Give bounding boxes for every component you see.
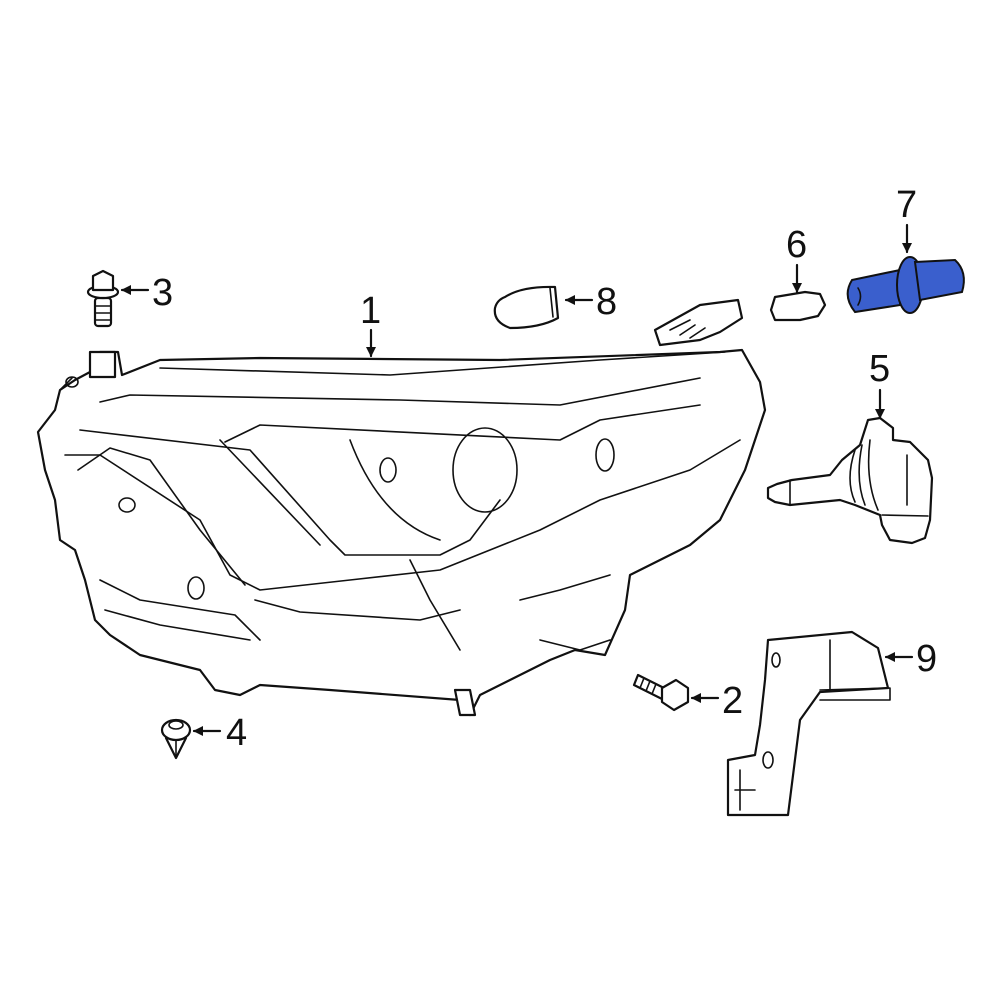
callout-3: 3: [152, 272, 174, 314]
callout-7: 7: [896, 184, 918, 226]
leader-arrows: [120, 223, 914, 736]
callout-6: 6: [786, 224, 808, 266]
callout-2: 2: [722, 680, 744, 722]
part-8-bulb[interactable]: [493, 285, 560, 330]
callout-1: 1: [360, 290, 382, 332]
part-2-bolt[interactable]: [632, 673, 690, 712]
part-4-clip[interactable]: [160, 718, 192, 760]
part-7-bulb-highlighted[interactable]: [846, 256, 965, 314]
callout-5: 5: [869, 348, 891, 390]
part-9-bracket[interactable]: [726, 630, 891, 817]
part-6-bulb[interactable]: [769, 290, 827, 322]
callout-9: 9: [916, 638, 938, 680]
part-5-socket[interactable]: [766, 416, 934, 545]
callout-4: 4: [226, 712, 248, 754]
part-1-headlamp[interactable]: [36, 298, 767, 717]
part-3-bolt[interactable]: [86, 269, 120, 328]
callout-8: 8: [596, 281, 618, 323]
